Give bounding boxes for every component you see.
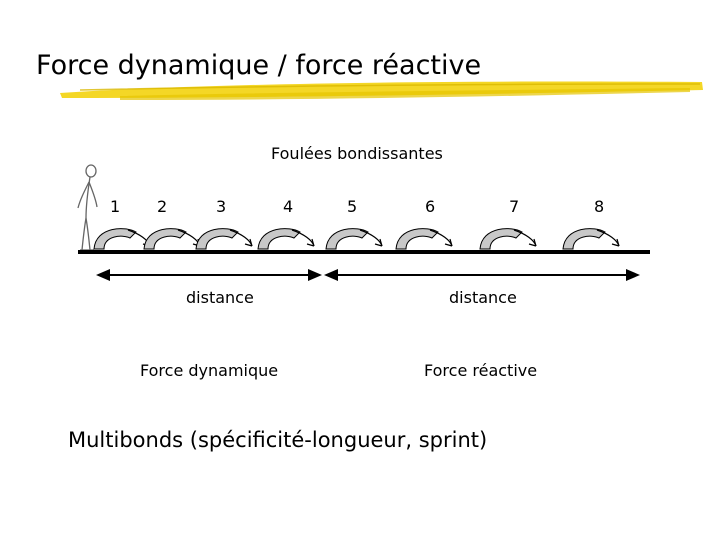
bound-arcs xyxy=(93,228,620,250)
bound-hump-8 xyxy=(562,228,606,250)
step-label-2: 2 xyxy=(157,197,168,216)
bound-hump-7 xyxy=(479,228,523,250)
diagram-subtitle: Foulées bondissantes xyxy=(271,144,443,163)
step-label-3: 3 xyxy=(216,197,227,216)
slide-title: Force dynamique / force réactive xyxy=(36,50,482,81)
bound-hump-1 xyxy=(93,228,137,250)
distance-label-left: distance xyxy=(186,288,254,307)
force-dynamique-label: Force dynamique xyxy=(140,361,279,380)
bound-hump-5 xyxy=(325,228,369,250)
distance-label-right: distance xyxy=(449,288,517,307)
title-underline xyxy=(60,81,703,100)
bound-arrowhead-4 xyxy=(306,238,315,247)
distance-arrow-left xyxy=(96,269,322,281)
bound-hump-2 xyxy=(143,228,187,250)
bound-arrowhead-8 xyxy=(611,238,620,247)
step-label-7: 7 xyxy=(509,197,520,216)
bound-arrowhead-6 xyxy=(444,238,453,247)
bound-hump-3 xyxy=(195,228,239,250)
bound-hump-4 xyxy=(257,228,301,250)
bound-arrowhead-5 xyxy=(374,238,383,247)
footer-caption: Multibonds (spécificité-longueur, sprint… xyxy=(68,428,488,452)
step-label-4: 4 xyxy=(283,197,294,216)
step-label-1: 1 xyxy=(110,197,121,216)
step-label-5: 5 xyxy=(347,197,358,216)
force-reactive-label: Force réactive xyxy=(424,361,538,380)
distance-arrow-right xyxy=(324,269,640,281)
bound-hump-6 xyxy=(395,228,439,250)
athlete-figure xyxy=(77,164,98,251)
step-label-6: 6 xyxy=(425,197,436,216)
bound-arrowhead-3 xyxy=(244,238,253,247)
step-label-8: 8 xyxy=(594,197,605,216)
bound-arrowhead-7 xyxy=(528,238,537,247)
